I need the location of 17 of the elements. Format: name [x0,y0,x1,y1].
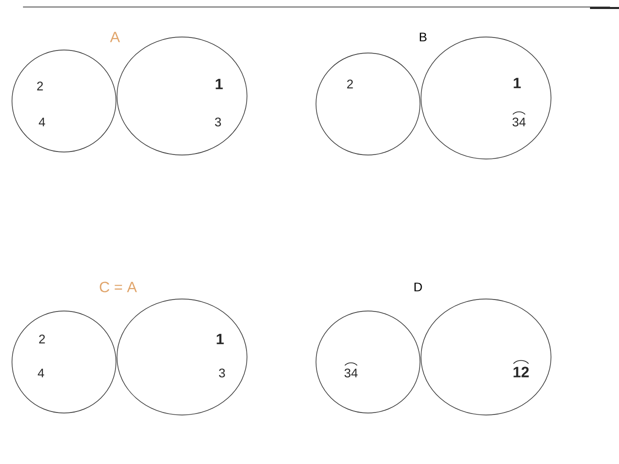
number-label: 4 [38,368,44,378]
arc-marked-number: 34 [344,362,358,378]
number-label: 3 [215,118,221,126]
number-label: 3 [219,368,225,378]
number-label: 2 [347,80,353,88]
panel-title: C = A [100,282,137,292]
arc-marked-number: 34 [512,111,526,126]
number-label: 2 [39,334,45,344]
panel-title: A [110,32,120,42]
number-label: 1 [216,78,223,90]
panel-title: B [420,32,427,42]
number-label: 1 [514,78,521,88]
panel-title: D [414,282,422,292]
number-label: 2 [37,82,43,90]
arc-marked-number: 12 [513,360,529,378]
number-label: 1 [216,334,224,344]
number-label: 4 [38,118,46,126]
